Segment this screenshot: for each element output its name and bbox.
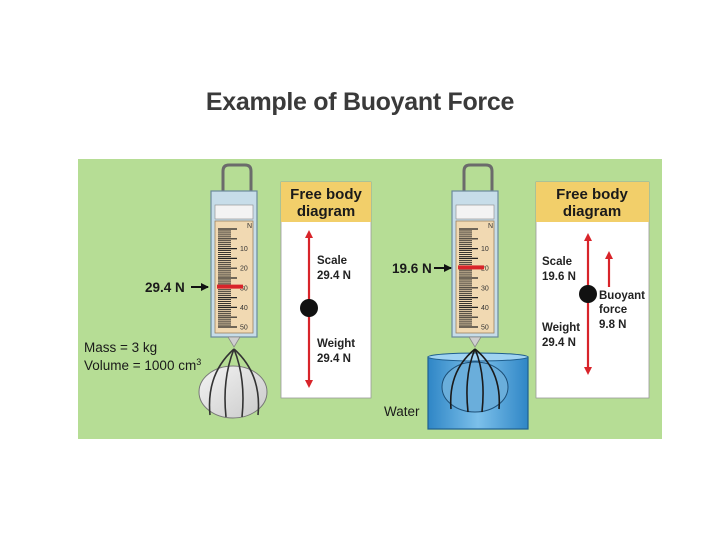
left-fbd-weight-value: 29.4 N [317,353,351,365]
scale-tick-label: 40 [240,305,248,312]
right-spring-scale: N 10 20 30 40 50 [451,163,499,348]
right-fbd-header-line2: diagram [563,203,621,220]
right-fbd-buoyant-label1: Buoyant [599,290,645,302]
scale-tick-label: 10 [481,246,489,253]
scale-tick-label: 50 [240,325,248,332]
left-fbd-weight-label: Weight [317,338,355,350]
left-fbd-scale-label: Scale [317,255,347,267]
page-title: Example of Buoyant Force [205,88,515,116]
right-fbd-body-dot [579,285,597,303]
left-fbd-header-line2: diagram [297,203,355,220]
scale-tick-label: 20 [481,266,489,273]
left-spring-scale: N 10 20 30 40 50 [210,163,258,348]
left-fbd-header [281,182,371,222]
right-fbd-header-line1: Free body [556,186,628,203]
scale-tick-label: 30 [240,285,248,292]
scale-tick-label: 40 [481,305,489,312]
right-fbd-header [536,182,649,222]
right-fbd-scale-label: Scale [542,256,572,268]
scale-unit-label: N [247,223,252,230]
left-fbd-scale-value: 29.4 N [317,270,351,282]
left-fbd-body-dot [300,299,318,317]
right-fbd-buoyant-label2: force [599,304,627,316]
right-reading-label: 19.6 N [392,261,432,276]
scale-tick-label: 30 [481,285,489,292]
right-weight-bag [441,348,509,413]
right-fbd-buoyant-value: 9.8 N [599,319,627,331]
volume-label: Volume = 1000 cm3 [84,357,201,373]
scale-unit-label: N [488,223,493,230]
scale-tick-label: 10 [240,246,248,253]
water-label: Water [384,404,420,419]
right-fbd-weight-value: 29.4 N [542,337,576,349]
mass-label: Mass = 3 kg [84,340,157,355]
left-reading-label: 29.4 N [145,280,185,295]
scale-tick-label: 20 [240,266,248,273]
left-scale-pointer [217,284,243,289]
diagram-panel: N 10 20 30 40 50 29.4 N Mass = 3 kg Volume = … [78,159,662,439]
scale-tick-label: 50 [481,325,489,332]
left-fbd-header-line1: Free body [290,186,362,203]
right-scale-pointer [458,265,484,270]
right-free-body-diagram: Free body diagram Scale 19.6 N Buoyant f… [535,181,650,399]
diagram-canvas: N 10 20 30 40 50 29.4 N Mass = 3 kg Volume = … [78,159,662,439]
left-free-body-diagram: Free body diagram Scale 29.4 N Weight 29… [280,181,372,399]
right-fbd-scale-value: 19.6 N [542,271,576,283]
right-fbd-weight-label: Weight [542,322,580,334]
left-weight-bag [198,348,268,419]
